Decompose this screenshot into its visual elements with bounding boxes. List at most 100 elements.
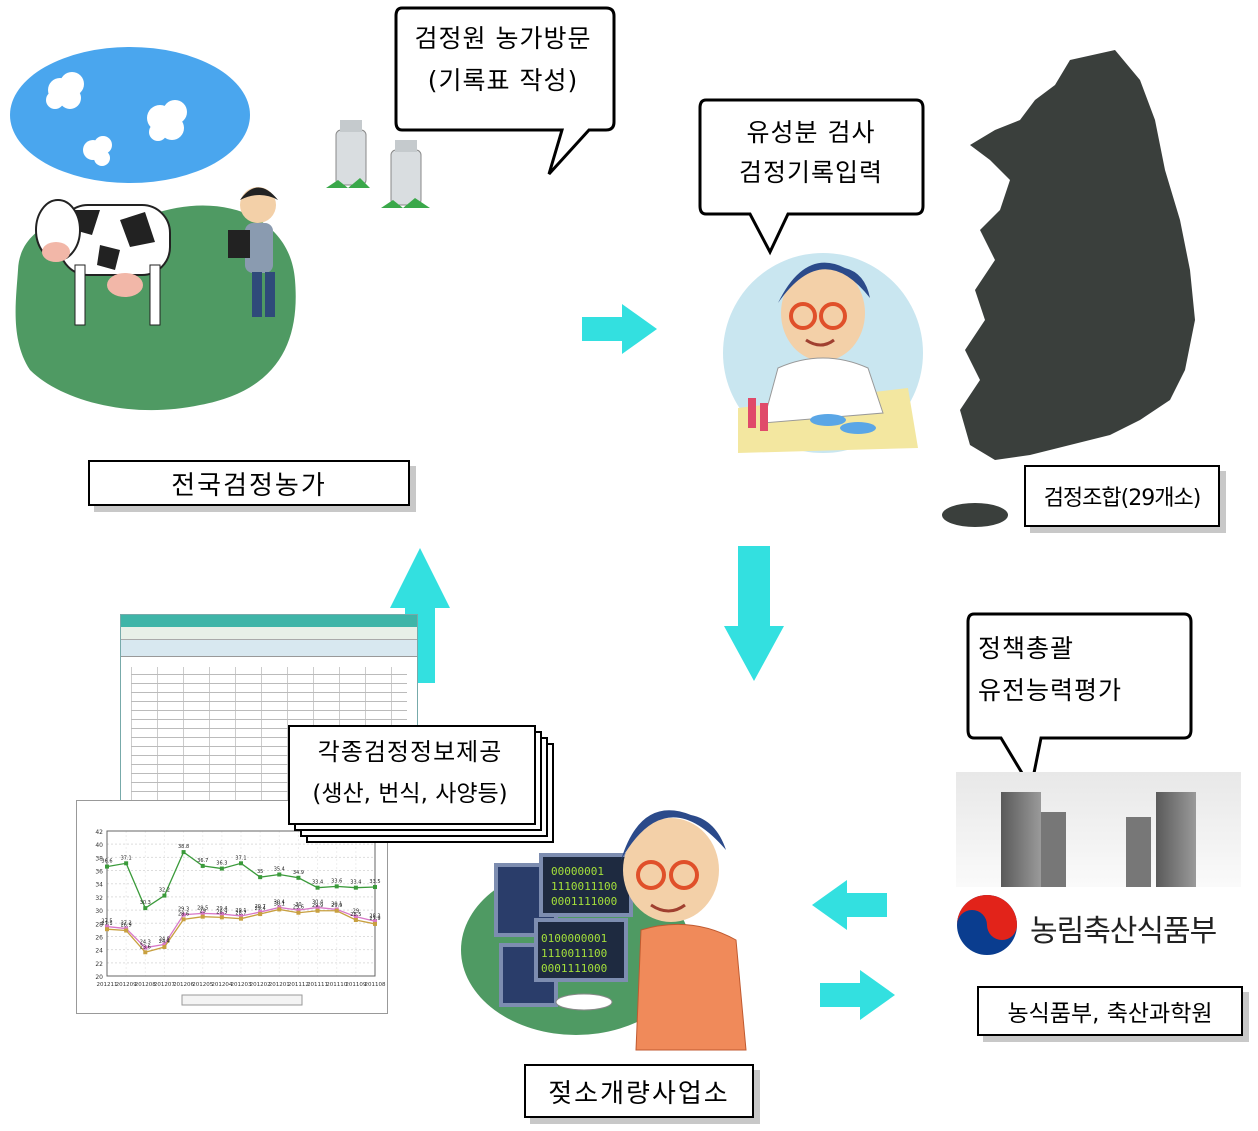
y-tick-label: 42 [95, 829, 103, 836]
data-label: 28.7 [235, 911, 246, 917]
data-label: 30.4 [274, 899, 285, 905]
arrow-right-icon [820, 970, 895, 1020]
y-tick-label: 34 [95, 882, 103, 889]
x-tick-label: 201206 [173, 982, 194, 988]
speech-bubble [394, 6, 616, 176]
policy-bubble-line2: 유전능력평가 [978, 676, 1123, 705]
sky-shape [10, 47, 250, 183]
data-label: 36.6 [101, 859, 112, 865]
data-point [353, 885, 358, 890]
line-chart: 2022242628303234363840422012112012092012… [95, 829, 386, 1006]
window-toolbar [121, 627, 417, 640]
svg-text:1110011100: 1110011100 [541, 947, 607, 960]
cow-icon [35, 199, 171, 326]
farm-illustration [10, 47, 296, 411]
data-label: 24.3 [140, 940, 151, 946]
window-titlebar [121, 615, 417, 627]
data-label: 27.2 [121, 921, 132, 927]
visit-bubble-line1: 검정원 농가방문 [414, 24, 592, 53]
data-point [315, 908, 320, 913]
data-label: 29 [200, 909, 206, 915]
x-tick-label: 201211 [97, 982, 118, 988]
x-tick-label: 201209 [116, 982, 137, 988]
computer-operator-illustration: 00000001 1110011100 0001111000 010000000… [461, 810, 747, 1051]
data-point [353, 914, 358, 919]
y-tick-label: 26 [95, 934, 103, 941]
data-point [200, 911, 205, 916]
data-point [239, 861, 243, 866]
data-point [181, 917, 186, 922]
test-bubble-line2: 검정기록입력 [738, 158, 883, 187]
svg-text:0001111000: 0001111000 [541, 962, 607, 975]
data-point [124, 928, 129, 933]
svg-text:00000001: 00000001 [551, 865, 604, 878]
data-label: 32.2 [159, 888, 170, 894]
svg-text:0001111000: 0001111000 [551, 895, 617, 908]
x-tick-label: 201203 [231, 982, 252, 988]
data-point [334, 908, 339, 913]
data-label: 28.3 [369, 913, 380, 919]
data-point [315, 885, 320, 890]
x-tick-label: 201208 [135, 982, 156, 988]
data-point [239, 914, 243, 919]
visit-bubble-line2: (기록표 작성) [427, 66, 579, 95]
x-tick-label: 201108 [365, 982, 386, 988]
korea-map [942, 50, 1195, 527]
data-point [143, 906, 148, 911]
data-point [200, 914, 205, 919]
center-label: 젖소개량사업소 [524, 1064, 754, 1118]
data-point [181, 850, 186, 855]
milk-can-icon [326, 120, 430, 208]
data-label: 37.1 [121, 855, 132, 861]
speech-bubble [966, 612, 1193, 793]
data-point [277, 907, 282, 912]
data-point [277, 872, 282, 877]
data-point [162, 942, 167, 947]
arrow-right-icon [582, 304, 657, 354]
y-tick-label: 22 [95, 961, 103, 968]
data-label: 36.3 [216, 861, 227, 867]
data-point [219, 866, 224, 871]
data-label: 24.4 [159, 939, 170, 945]
data-label: 33.5 [369, 879, 380, 885]
ministry-logo-text: 농림축산식품부 [1030, 914, 1217, 949]
data-label: 24.8 [159, 936, 170, 942]
x-tick-label: 201204 [211, 982, 232, 988]
x-tick-label: 201202 [250, 982, 271, 988]
data-point [373, 885, 377, 890]
data-point [334, 884, 339, 889]
data-label: 37.1 [235, 855, 246, 861]
data-point [296, 908, 301, 913]
y-tick-label: 40 [95, 842, 103, 849]
data-label: 30.4 [312, 899, 323, 905]
data-point [200, 863, 205, 868]
data-point [143, 950, 148, 955]
data-point [143, 945, 148, 950]
x-tick-label: 201201 [269, 982, 290, 988]
y-tick-label: 20 [95, 974, 103, 981]
data-label: 35.4 [274, 867, 285, 873]
data-label: 30.3 [140, 900, 151, 906]
x-tick-label: 201110 [326, 982, 347, 988]
data-label: 35 [257, 869, 263, 875]
arrow-down-icon [724, 546, 784, 681]
data-label: 29.5 [197, 905, 208, 911]
data-label: 29.6 [293, 905, 304, 911]
farmer-icon [228, 187, 278, 317]
data-point [373, 921, 377, 926]
data-label: 29.9 [331, 903, 342, 909]
data-label: 30.1 [274, 901, 285, 907]
data-point [219, 912, 224, 917]
data-label: 23.6 [140, 944, 151, 950]
arrow-left-icon [812, 880, 887, 930]
y-tick-label: 36 [95, 869, 103, 876]
data-point [296, 875, 301, 880]
data-label: 38.8 [178, 844, 189, 850]
data-label: 36.7 [197, 858, 208, 864]
data-label: 34.9 [293, 870, 304, 876]
policy-bubble-line1: 정책총괄 [978, 634, 1075, 663]
data-label: 28.9 [216, 909, 227, 915]
x-tick-label: 201109 [345, 982, 366, 988]
data-point [373, 919, 377, 924]
x-tick-label: 201112 [288, 982, 309, 988]
